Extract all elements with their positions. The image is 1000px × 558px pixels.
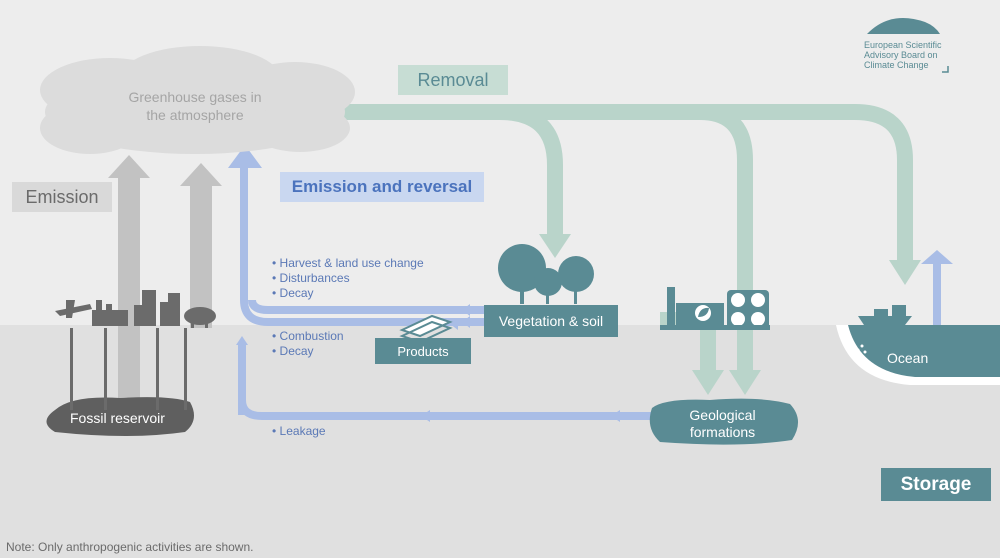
atmosphere-cloud	[40, 46, 355, 154]
flow-harvest: Harvest & land use change	[272, 256, 424, 271]
removal-label: Removal	[398, 65, 508, 95]
geological-line1: Geological	[689, 407, 756, 423]
geological-line2: formations	[689, 424, 756, 440]
emission-sources-icons	[55, 290, 216, 328]
emission-reversal-text: Emission and reversal	[291, 177, 473, 196]
trees-icon	[498, 244, 594, 304]
flow-decay-products: Decay	[272, 344, 344, 359]
products-text: Products	[397, 343, 449, 359]
logo-mark	[867, 18, 940, 34]
footnote: Note: Only anthropogenic activities are …	[6, 540, 254, 554]
reversal-flows	[238, 165, 941, 420]
ship-icon	[858, 305, 912, 325]
emission-reversal-label: Emission and reversal	[280, 172, 484, 202]
logo-text: European Scientific Advisory Board on Cl…	[864, 40, 942, 70]
emission-arrows	[108, 155, 222, 400]
logo-line2: Advisory Board on	[864, 50, 938, 60]
vegetation-soil-node: Vegetation & soil	[484, 305, 618, 337]
bioenergy-plant-icon	[667, 287, 724, 327]
ocean-sediment-icon	[853, 344, 867, 357]
removal-arrowheads	[539, 234, 921, 395]
emission-label: Emission	[12, 182, 112, 212]
factory-icon	[92, 300, 128, 326]
vegetation-flows-list: Harvest & land use change Disturbances D…	[272, 256, 424, 301]
flow-leakage: Leakage	[272, 424, 326, 439]
carbon-capture-icons	[660, 287, 770, 330]
products-node: Products	[375, 338, 471, 364]
flow-decay-vegetation: Decay	[272, 286, 424, 301]
fossil-reservoir-label: Fossil reservoir	[70, 410, 165, 426]
flow-combustion: Combustion	[272, 329, 344, 344]
vegetation-soil-text: Vegetation & soil	[498, 313, 604, 329]
ground-area	[0, 325, 1000, 558]
logo-line1: European Scientific	[864, 40, 942, 50]
airplane-icon	[55, 304, 92, 316]
products-flows-list: Combustion Decay	[272, 329, 344, 359]
atmosphere-line2: the atmosphere	[146, 107, 244, 123]
logo-line3: Climate Change	[864, 60, 929, 70]
geological-formations-shape	[649, 398, 799, 445]
pig-icon	[184, 307, 216, 328]
storage-text: Storage	[900, 473, 972, 495]
buildings-icon	[134, 290, 180, 326]
geological-flows-list: Leakage	[272, 424, 326, 439]
direct-air-capture-icon	[727, 290, 769, 330]
geological-formations-label: Geological formations	[665, 407, 780, 441]
atmosphere-label: Greenhouse gases in the atmosphere	[95, 88, 295, 124]
ocean-label: Ocean	[887, 350, 929, 366]
flow-disturbances: Disturbances	[272, 271, 424, 286]
fossil-reservoir-shape	[46, 328, 194, 436]
ocean-water	[848, 325, 1000, 377]
reversal-arrowheads	[228, 145, 953, 422]
atmosphere-line1: Greenhouse gases in	[128, 89, 262, 105]
removal-text: Removal	[417, 69, 489, 90]
storage-label: Storage	[881, 468, 991, 501]
emission-text: Emission	[25, 186, 99, 207]
